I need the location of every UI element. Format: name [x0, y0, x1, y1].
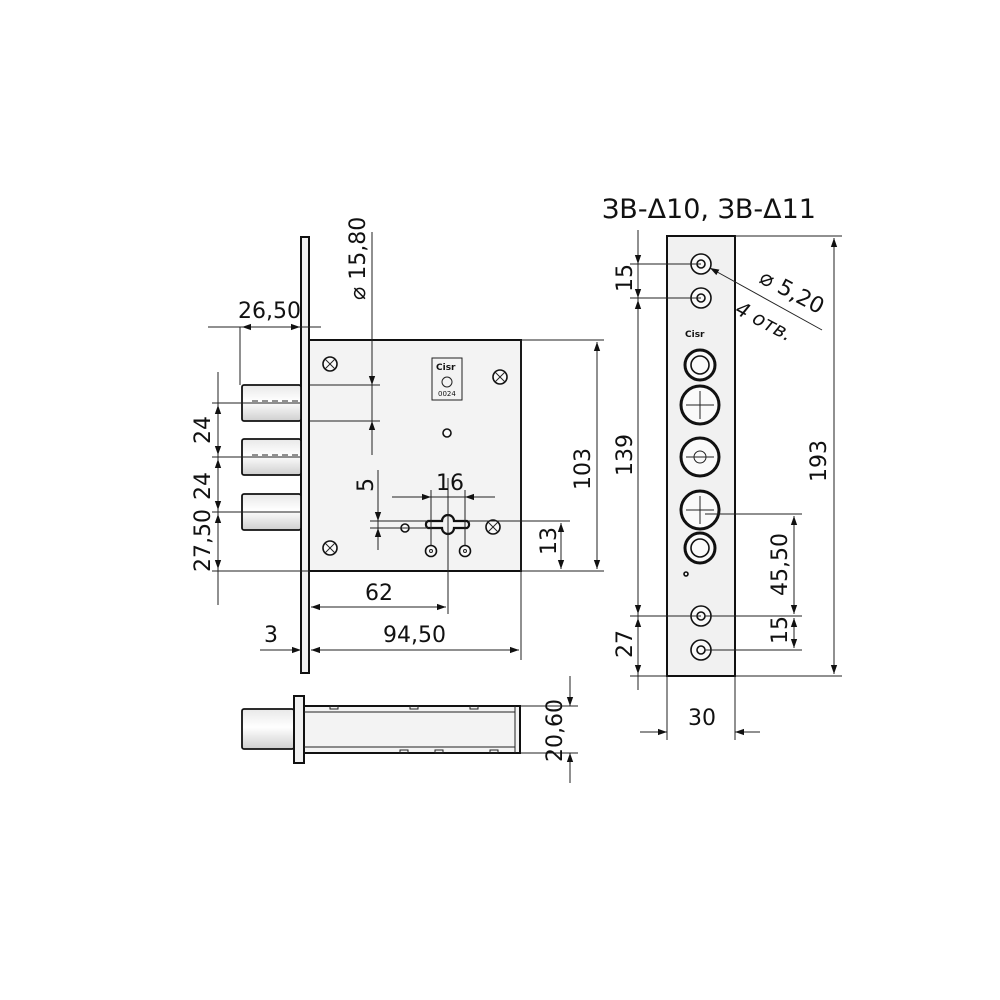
dim-plate-inner-height: 139 — [613, 434, 638, 476]
dim-plate-thickness: 3 — [264, 623, 278, 648]
dim-bolt-offset: 26,50 — [238, 299, 301, 324]
dim-case-thickness: 20,60 — [543, 699, 568, 762]
dim-bolt-spacing-2: 24 — [191, 472, 216, 500]
plate-bolt-hole-3 — [679, 489, 721, 531]
brand-logo-text: Cisr — [436, 363, 456, 373]
side-case — [303, 705, 521, 754]
cylinder-hole-right — [458, 544, 472, 558]
dim-plate-bottom: 27 — [613, 630, 638, 658]
center-pin-hole — [442, 428, 452, 438]
screw-bottom-right — [485, 519, 501, 535]
dim-plate-total-height: 193 — [807, 440, 832, 482]
plate-bolt-hole-1 — [679, 384, 721, 426]
screw-bottom-left — [322, 540, 338, 556]
dim-bolt-to-bottom: 27,50 — [191, 509, 216, 572]
dim-body-height: 103 — [571, 448, 596, 490]
dim-keyhole-height: 5 — [354, 478, 379, 492]
plate-bolt-hole-2 — [679, 436, 721, 478]
dim-hole-to-bottom: 13 — [537, 527, 562, 555]
plate-ring-bottom — [683, 531, 717, 565]
side-bolt — [241, 708, 295, 750]
lock-body — [308, 339, 522, 572]
lock-side-view: 20,60 — [241, 676, 578, 783]
stamp-code: 0024 — [438, 390, 456, 398]
cylinder-hole-left — [424, 544, 438, 558]
screw-top-left — [322, 356, 338, 372]
dim-body-width: 94,50 — [383, 623, 446, 648]
screw-top-right — [492, 369, 508, 385]
face-plate-view: Cisr — [666, 235, 736, 677]
side-face-plate — [293, 695, 305, 764]
dim-plate-width: 30 — [688, 706, 716, 731]
face-plate — [300, 236, 310, 674]
drawing-title: ЗВ-Δ10, ЗВ-Δ11 — [602, 194, 816, 225]
dim-bolt-spacing-1: 24 — [191, 416, 216, 444]
dim-plate-lower-hole: 15 — [768, 616, 793, 644]
front-dimensions: 26,50 ⌀ 15,80 24 24 27,50 5 16 — [191, 217, 604, 673]
plate-ring-top — [683, 348, 717, 382]
dim-plate-lower-offset: 45,50 — [768, 533, 793, 596]
dim-center-distance: 62 — [365, 581, 393, 606]
plate-logo: Cisr — [685, 330, 705, 340]
dim-diameter-15-80: ⌀ 15,80 — [346, 217, 371, 300]
brand-logo-stamp: Cisr 0024 — [431, 357, 463, 401]
dim-keyhole-width: 16 — [436, 471, 464, 496]
dim-plate-top-hole: 15 — [613, 264, 638, 292]
plate-screw-hole-4 — [690, 639, 712, 661]
